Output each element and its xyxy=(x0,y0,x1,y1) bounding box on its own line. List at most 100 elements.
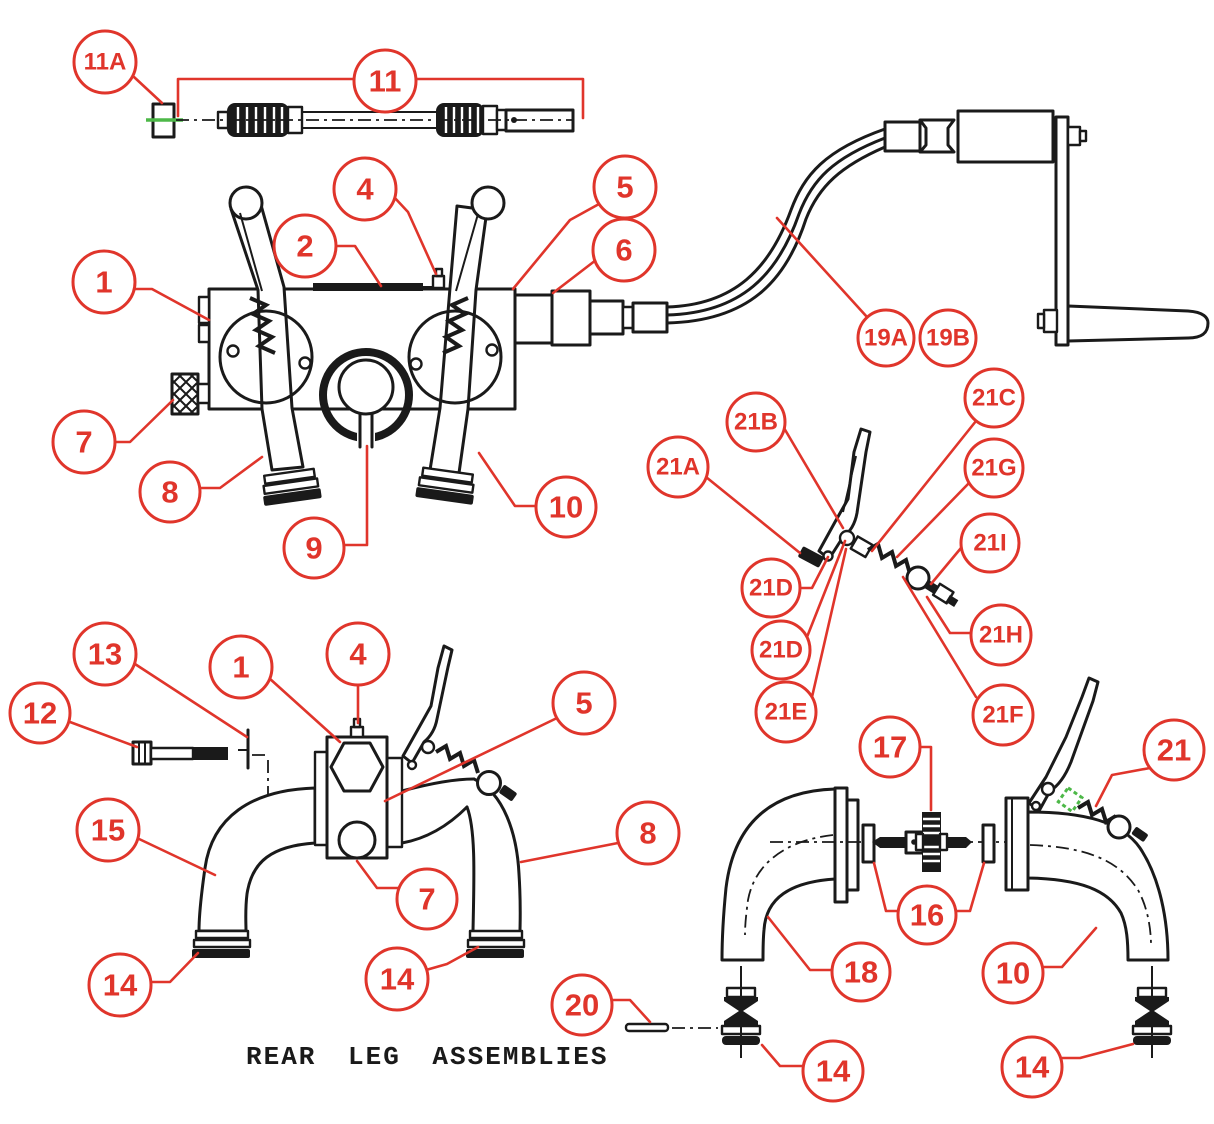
callout-11: 11 xyxy=(176,48,585,120)
svg-text:4: 4 xyxy=(349,637,367,672)
svg-text:1: 1 xyxy=(95,265,112,300)
callout-21D-2: 21D xyxy=(750,539,847,681)
rear-leg-left-linework xyxy=(131,644,526,958)
swivel-foot-left xyxy=(720,966,762,1058)
svg-text:8: 8 xyxy=(161,475,178,510)
svg-text:21A: 21A xyxy=(656,454,700,481)
callout-4: 4 xyxy=(332,156,438,276)
svg-text:18: 18 xyxy=(844,955,878,990)
right-clamp-handle xyxy=(415,185,506,505)
hex-nut xyxy=(329,741,385,793)
callout-5-leg: 5 xyxy=(383,670,617,803)
callout-19B: 19B xyxy=(918,308,978,368)
callout-7-leg: 7 xyxy=(355,859,459,931)
cable-rod xyxy=(624,1022,670,1033)
svg-text:13: 13 xyxy=(88,637,122,672)
callout-21F: 21F xyxy=(901,575,1035,747)
svg-text:6: 6 xyxy=(615,233,632,268)
svg-text:21D: 21D xyxy=(759,637,803,664)
svg-text:11A: 11A xyxy=(84,49,127,76)
svg-text:17: 17 xyxy=(873,730,907,765)
svg-text:11: 11 xyxy=(369,64,402,99)
callout-20: 20 xyxy=(550,973,652,1037)
left-leg-arch xyxy=(197,786,317,933)
svg-text:9: 9 xyxy=(305,531,322,566)
crank-grip xyxy=(1066,304,1210,343)
green-highlight-latch-part xyxy=(1056,785,1085,814)
crank-handle-assembly-linework xyxy=(665,109,1210,347)
callout-19A: 19A xyxy=(775,216,916,368)
callout-2: 2 xyxy=(272,213,383,288)
svg-text:21C: 21C xyxy=(972,385,1016,412)
swivel-foot-right xyxy=(1131,966,1173,1058)
callout-10-leg: 10 xyxy=(981,926,1098,1005)
callout-8: 8 xyxy=(138,455,264,524)
callout-6: 6 xyxy=(551,217,657,295)
grease-fitting xyxy=(431,274,446,290)
svg-text:12: 12 xyxy=(23,696,57,731)
callout-14-rleft: 14 xyxy=(760,1039,865,1103)
callout-17: 17 xyxy=(858,715,933,812)
svg-text:21H: 21H xyxy=(979,622,1023,649)
top-plate xyxy=(313,283,423,291)
svg-text:21D: 21D xyxy=(749,575,793,602)
callout-8-leg: 8 xyxy=(519,800,681,866)
svg-text:16: 16 xyxy=(910,898,944,933)
diagram-title: REAR LEG ASSEMBLIES xyxy=(246,1042,608,1072)
callout-12: 12 xyxy=(8,681,139,749)
callout-9: 9 xyxy=(282,444,369,580)
callout-21A: 21A xyxy=(646,435,802,555)
callout-21I: 21I xyxy=(929,512,1021,586)
svg-text:21: 21 xyxy=(1157,733,1191,768)
callout-21D: 21D xyxy=(740,555,830,619)
svg-text:15: 15 xyxy=(91,813,125,848)
svg-text:21F: 21F xyxy=(982,702,1023,729)
callout-21H: 21H xyxy=(925,595,1033,667)
svg-text:1: 1 xyxy=(232,650,249,685)
svg-text:19B: 19B xyxy=(926,325,970,352)
callout-1: 1 xyxy=(71,249,211,322)
svg-text:14: 14 xyxy=(1015,1050,1050,1085)
callout-21G: 21G xyxy=(895,437,1025,559)
svg-text:14: 14 xyxy=(380,962,415,997)
callout-11A: 11A xyxy=(72,29,164,105)
svg-text:14: 14 xyxy=(103,968,138,1003)
svg-text:7: 7 xyxy=(418,882,435,917)
callout-21C: 21C xyxy=(870,367,1025,553)
svg-text:5: 5 xyxy=(575,686,592,721)
svg-text:7: 7 xyxy=(75,425,92,460)
main-clamp-assembly-linework xyxy=(170,185,669,506)
callout-21B: 21B xyxy=(725,391,845,530)
cable-assembly-linework xyxy=(146,102,575,139)
callout-13: 13 xyxy=(72,621,249,739)
svg-text:2: 2 xyxy=(296,229,313,264)
left-flange xyxy=(218,309,314,405)
callout-7: 7 xyxy=(51,398,175,475)
svg-text:19A: 19A xyxy=(864,325,908,352)
svg-text:10: 10 xyxy=(996,956,1030,991)
svg-text:4: 4 xyxy=(356,172,374,207)
callout-16: 16 xyxy=(872,861,986,946)
latch-ball xyxy=(905,565,931,591)
callout-10: 10 xyxy=(477,451,598,539)
left-clamp-handle xyxy=(228,185,322,506)
knurled-knob xyxy=(170,372,211,416)
svg-text:8: 8 xyxy=(639,816,656,851)
callout-21E: 21E xyxy=(754,547,848,744)
svg-text:10: 10 xyxy=(549,490,583,525)
keyhole-collar xyxy=(319,348,413,449)
crank-arm xyxy=(1054,115,1070,347)
svg-text:21G: 21G xyxy=(971,455,1016,482)
callout-1-leg: 1 xyxy=(208,634,342,744)
svg-text:21I: 21I xyxy=(973,530,1006,557)
svg-text:21B: 21B xyxy=(734,409,778,436)
callout-21: 21 xyxy=(1094,718,1206,808)
svg-text:20: 20 xyxy=(565,988,599,1023)
callout-15: 15 xyxy=(75,797,217,877)
callout-14-rright: 14 xyxy=(1000,1035,1135,1099)
callout-18: 18 xyxy=(766,915,892,1003)
svg-text:5: 5 xyxy=(616,170,633,205)
callout-4-leg: 4 xyxy=(325,621,391,725)
